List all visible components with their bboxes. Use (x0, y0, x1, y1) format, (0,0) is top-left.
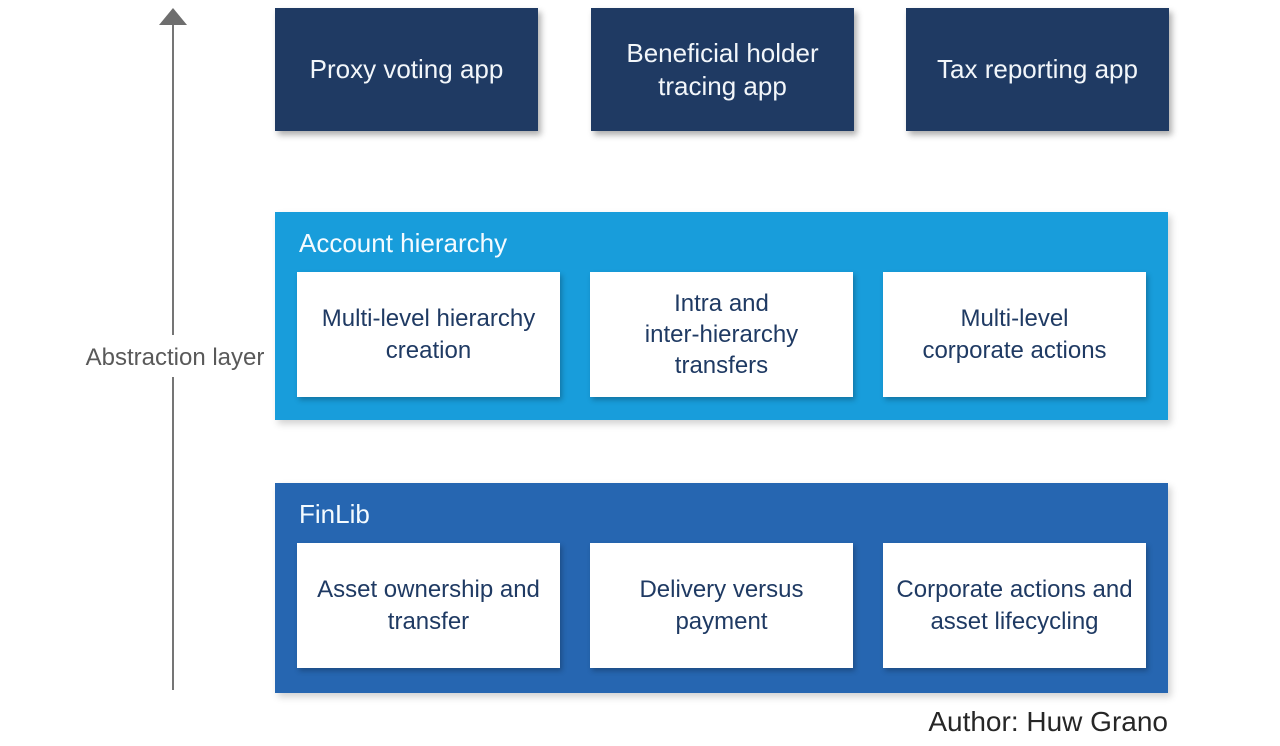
feature-box-label: Asset ownership and transfer (317, 576, 540, 635)
feature-box-intra-inter-hierarchy-transfers: Intra and inter-hierarchy transfers (590, 272, 853, 397)
feature-box-label: Intra and inter-hierarchy transfers (644, 289, 799, 380)
axis-line-lower (172, 377, 174, 690)
feature-box-multi-level-corporate-actions: Multi-level corporate actions (883, 272, 1146, 397)
feature-box-label: Multi-level hierarchy creation (321, 305, 536, 364)
feature-box-label: Delivery versus payment (639, 576, 804, 635)
app-box-label: Proxy voting app (309, 54, 504, 85)
feature-box-delivery-versus-payment: Delivery versus payment (590, 543, 853, 668)
app-box-beneficial-holder-tracing: Beneficial holder tracing app (591, 8, 854, 131)
axis-line-upper (172, 25, 174, 335)
arrow-up-icon (159, 8, 187, 25)
app-box-label: Beneficial holder tracing app (626, 38, 819, 101)
feature-box-corporate-actions-asset-lifecycling: Corporate actions and asset lifecycling (883, 543, 1146, 668)
app-box-tax-reporting: Tax reporting app (906, 8, 1169, 131)
layer-finlib: FinLib Asset ownership and transfer Deli… (275, 483, 1168, 693)
abstraction-layer-label: Abstraction layer (85, 344, 265, 371)
layer-title: FinLib (299, 499, 370, 529)
feature-box-label: Multi-level corporate actions (922, 305, 1107, 364)
layer-title: Account hierarchy (299, 228, 508, 258)
feature-box-asset-ownership-transfer: Asset ownership and transfer (297, 543, 560, 668)
layer-account-hierarchy: Account hierarchy Multi-level hierarchy … (275, 212, 1168, 420)
app-box-label: Tax reporting app (937, 54, 1138, 85)
app-box-proxy-voting: Proxy voting app (275, 8, 538, 131)
feature-box-multi-level-hierarchy-creation: Multi-level hierarchy creation (297, 272, 560, 397)
author-credit: Author: Huw Grano (928, 706, 1168, 737)
feature-box-label: Corporate actions and asset lifecycling (896, 576, 1133, 635)
